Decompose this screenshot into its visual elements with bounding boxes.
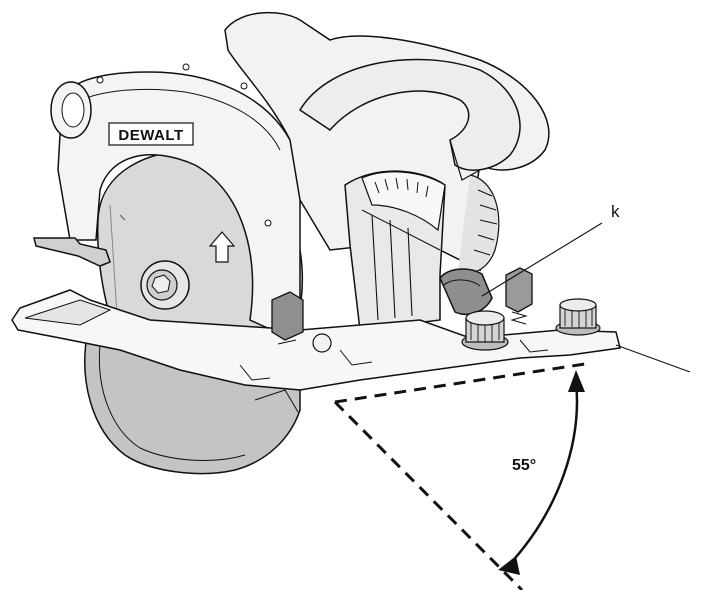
base-knobs xyxy=(271,267,601,351)
callout-lines xyxy=(481,222,691,373)
blade-arbor xyxy=(140,260,190,310)
dewalt-logo-icon: DEWALT xyxy=(108,122,194,146)
bevel-angle-label: 55° xyxy=(512,457,537,474)
callout-line-base xyxy=(615,344,691,373)
brand-logo: DEWALT xyxy=(108,121,194,147)
angle-reference-lines xyxy=(333,362,586,590)
svg-text:DEWALT: DEWALT xyxy=(118,127,183,144)
base-plate xyxy=(11,289,621,391)
base-reference-line xyxy=(334,362,586,404)
bevel-bracket xyxy=(344,170,446,331)
callout-label-k: k xyxy=(611,202,620,221)
motor-housing xyxy=(224,11,550,274)
blade-angle-line xyxy=(333,400,524,590)
lower-blade-guard xyxy=(84,329,301,475)
bevel-adjustment-lever xyxy=(439,268,493,316)
callout-line-k xyxy=(481,222,603,297)
bevel-scale-marks xyxy=(374,177,429,198)
double-headed-arc-arrow-icon xyxy=(498,370,585,575)
